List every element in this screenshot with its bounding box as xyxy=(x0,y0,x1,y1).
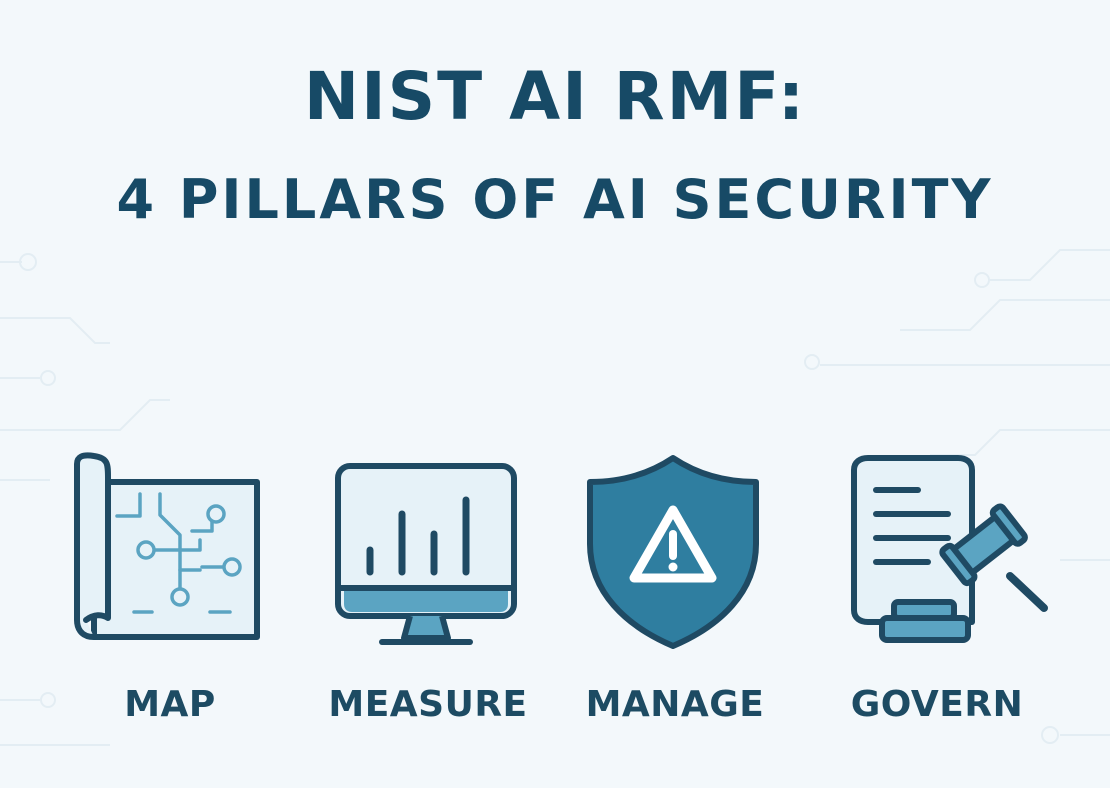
document-gavel-icon xyxy=(851,455,1048,643)
map-circuit-icon xyxy=(74,452,260,640)
pillar-label-map: MAP xyxy=(124,684,216,725)
shield-warning-icon xyxy=(587,455,759,649)
pillar-label-govern: GOVERN xyxy=(850,684,1024,725)
monitor-chart-icon xyxy=(335,463,517,645)
title-line-1: NIST AI RMF: xyxy=(303,58,807,135)
pillar-label-manage: MANAGE xyxy=(585,684,765,725)
pillar-label-measure: MEASURE xyxy=(328,684,528,725)
title-line-2: 4 PILLARS OF AI SECURITY xyxy=(116,168,994,231)
